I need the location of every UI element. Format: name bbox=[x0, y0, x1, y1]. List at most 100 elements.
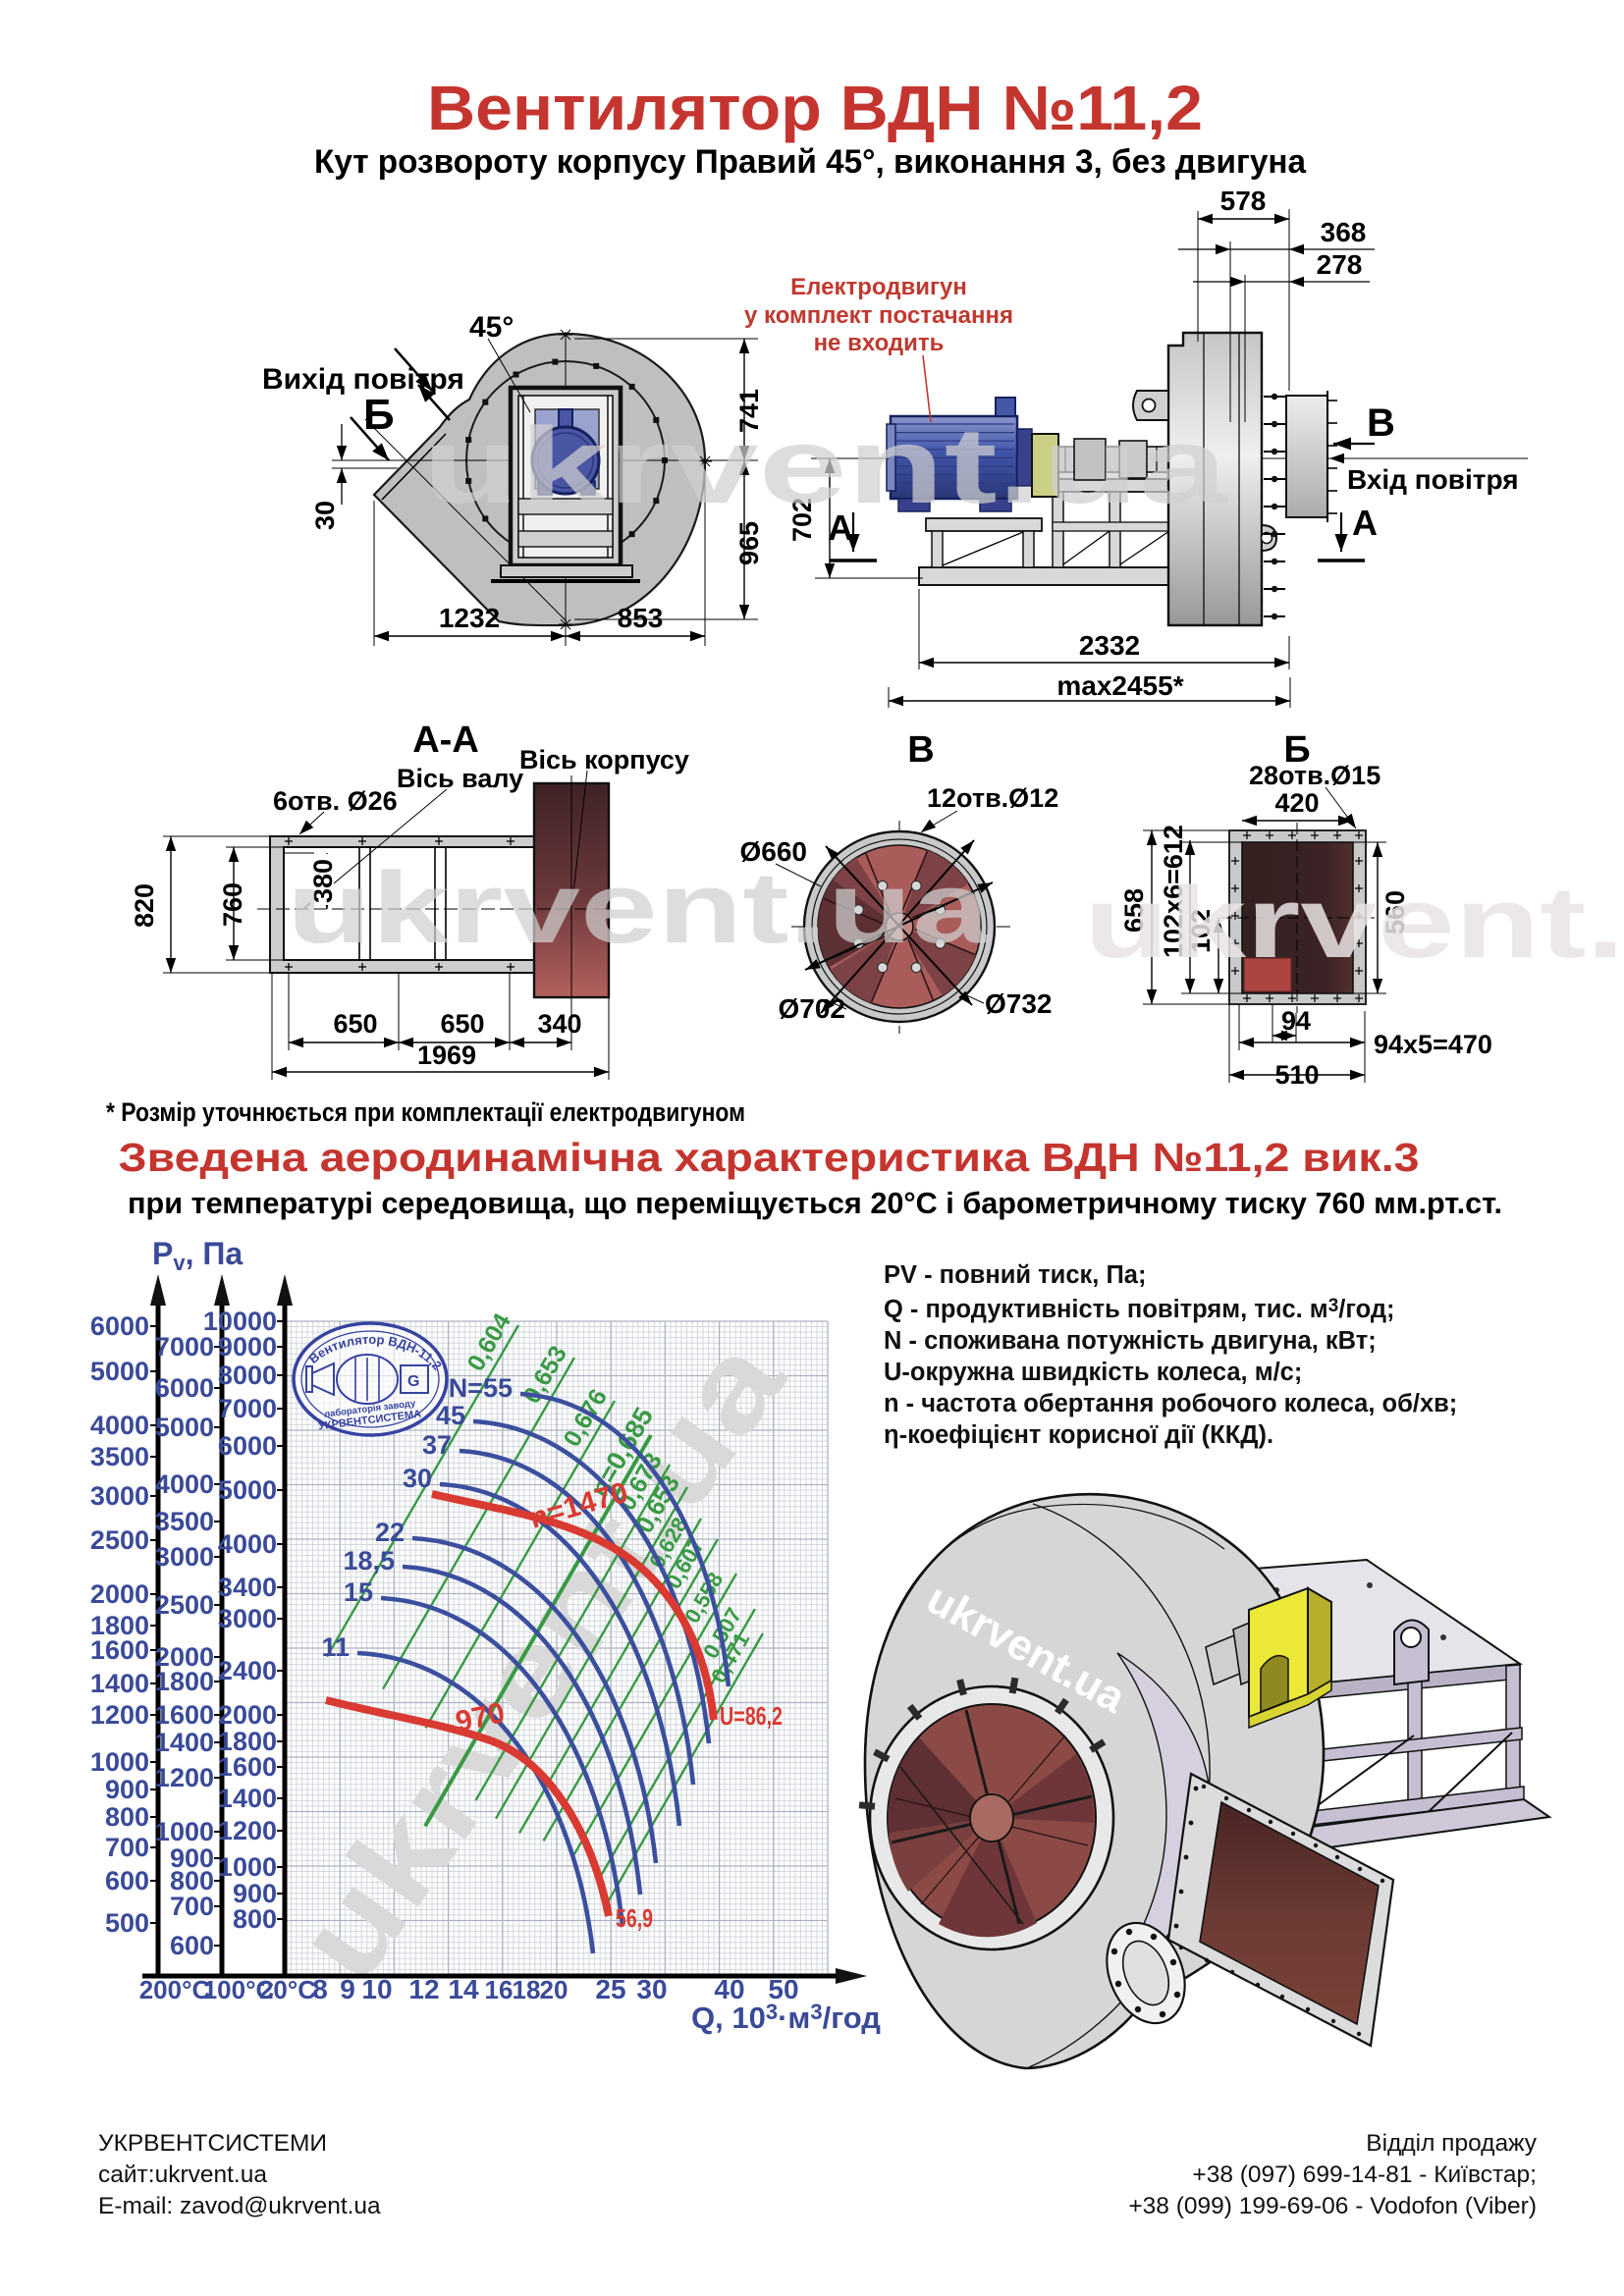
svg-text:Q, 103·м3/год: Q, 103·м3/год bbox=[691, 2000, 881, 2035]
svg-text:1232: 1232 bbox=[439, 603, 500, 633]
svg-text:14: 14 bbox=[448, 1974, 479, 2004]
svg-text:102: 102 bbox=[1186, 909, 1216, 953]
svg-text:12отв.Ø12: 12отв.Ø12 bbox=[927, 783, 1058, 813]
svg-text:3400: 3400 bbox=[218, 1573, 277, 1602]
svg-text:Ø660: Ø660 bbox=[740, 836, 808, 867]
svg-text:8000: 8000 bbox=[218, 1361, 277, 1390]
svg-text:3000: 3000 bbox=[155, 1542, 214, 1572]
svg-text:1400: 1400 bbox=[90, 1669, 149, 1698]
svg-text:1200: 1200 bbox=[155, 1763, 214, 1792]
svg-text:у комплект постачання: у комплект постачання bbox=[744, 302, 1013, 329]
svg-text:N=55: N=55 bbox=[449, 1373, 513, 1403]
svg-text:650: 650 bbox=[440, 1009, 484, 1039]
svg-text:6000: 6000 bbox=[90, 1311, 149, 1341]
svg-text:12: 12 bbox=[408, 1974, 439, 2004]
svg-text:3000: 3000 bbox=[90, 1481, 149, 1511]
svg-text:2500: 2500 bbox=[90, 1525, 149, 1555]
svg-text:7000: 7000 bbox=[218, 1394, 277, 1423]
svg-text:30: 30 bbox=[636, 1974, 667, 2004]
svg-text:Кут розвороту корпусу Правий 4: Кут розвороту корпусу Правий 45°, викона… bbox=[314, 143, 1307, 181]
svg-text:560: 560 bbox=[1380, 890, 1410, 934]
svg-text:30: 30 bbox=[310, 501, 340, 530]
svg-text:1400: 1400 bbox=[218, 1784, 277, 1813]
svg-text:Вентилятор ВДН №11,2: Вентилятор ВДН №11,2 bbox=[427, 73, 1203, 143]
svg-text:Ø702: Ø702 bbox=[779, 993, 846, 1024]
svg-text:1600: 1600 bbox=[218, 1752, 277, 1782]
svg-text:56,9: 56,9 bbox=[616, 1903, 653, 1933]
svg-text:30: 30 bbox=[403, 1464, 432, 1493]
svg-text:100°C: 100°C bbox=[203, 1975, 275, 2004]
svg-text:741: 741 bbox=[734, 389, 764, 433]
svg-text:Б: Б bbox=[363, 391, 395, 439]
svg-text:10000: 10000 bbox=[203, 1307, 277, 1336]
svg-text:Pv, Па: Pv, Па bbox=[152, 1236, 243, 1275]
svg-text:Б: Б bbox=[1283, 729, 1310, 771]
svg-text:6000: 6000 bbox=[155, 1373, 214, 1403]
svg-text:5000: 5000 bbox=[90, 1357, 149, 1386]
svg-text:7000: 7000 bbox=[155, 1332, 214, 1362]
svg-text:50: 50 bbox=[768, 1974, 798, 2004]
svg-text:20°C: 20°C bbox=[259, 1975, 316, 2004]
svg-text:420: 420 bbox=[1274, 788, 1319, 818]
svg-text:800: 800 bbox=[233, 1904, 277, 1934]
svg-text:ukrvent.ua: ukrvent.ua bbox=[1084, 866, 1624, 979]
svg-text:4000: 4000 bbox=[90, 1411, 149, 1440]
svg-text:18,5: 18,5 bbox=[343, 1546, 395, 1575]
svg-text:В: В bbox=[907, 729, 934, 771]
svg-text:1600: 1600 bbox=[155, 1700, 214, 1730]
svg-text:4000: 4000 bbox=[218, 1529, 277, 1559]
svg-text:700: 700 bbox=[170, 1892, 214, 1921]
svg-text:2400: 2400 bbox=[218, 1656, 277, 1685]
svg-text:1000: 1000 bbox=[218, 1852, 277, 1882]
svg-text:45°: 45° bbox=[469, 311, 514, 344]
svg-text:Вхід повітря: Вхід повітря bbox=[1347, 464, 1519, 495]
svg-text:Вісь валу: Вісь валу bbox=[397, 764, 523, 793]
svg-text:1200: 1200 bbox=[90, 1700, 149, 1730]
svg-text:37: 37 bbox=[422, 1430, 452, 1460]
svg-text:500: 500 bbox=[105, 1908, 149, 1938]
svg-text:6000: 6000 bbox=[218, 1431, 277, 1461]
svg-text:Вісь корпусу: Вісь корпусу bbox=[519, 745, 689, 774]
svg-text:2000: 2000 bbox=[90, 1579, 149, 1609]
svg-text:658: 658 bbox=[1119, 888, 1149, 933]
svg-text:600: 600 bbox=[170, 1931, 214, 1960]
svg-text:2000: 2000 bbox=[218, 1700, 277, 1730]
svg-text:28отв.Ø15: 28отв.Ø15 bbox=[1249, 761, 1380, 790]
svg-text:2332: 2332 bbox=[1079, 630, 1140, 661]
svg-text:6отв. Ø26: 6отв. Ø26 bbox=[273, 786, 398, 816]
svg-text:22: 22 bbox=[375, 1518, 405, 1547]
svg-text:2000: 2000 bbox=[155, 1642, 214, 1672]
svg-text:800: 800 bbox=[105, 1802, 149, 1832]
svg-text:Електродвигун: Електродвигун bbox=[790, 274, 967, 300]
svg-text:600: 600 bbox=[105, 1866, 149, 1896]
svg-text:2500: 2500 bbox=[155, 1590, 214, 1620]
svg-text:1800: 1800 bbox=[90, 1611, 149, 1640]
svg-text:9: 9 bbox=[340, 1974, 355, 2004]
svg-text:368: 368 bbox=[1321, 217, 1367, 247]
svg-text:340: 340 bbox=[537, 1009, 581, 1039]
svg-text:702: 702 bbox=[787, 498, 817, 542]
svg-text:40: 40 bbox=[714, 1974, 744, 2004]
svg-text:94x5=470: 94x5=470 bbox=[1374, 1030, 1492, 1059]
svg-text:965: 965 bbox=[734, 521, 764, 565]
svg-text:не входить: не входить bbox=[814, 330, 945, 356]
svg-text:5000: 5000 bbox=[155, 1413, 214, 1442]
svg-text:900: 900 bbox=[105, 1775, 149, 1804]
svg-text:А: А bbox=[828, 507, 853, 548]
svg-text:8: 8 bbox=[312, 1974, 328, 2004]
svg-text:А-А: А-А bbox=[412, 720, 479, 761]
svg-text:В: В bbox=[1367, 401, 1395, 445]
svg-text:700: 700 bbox=[105, 1833, 149, 1862]
svg-text:760: 760 bbox=[218, 882, 247, 927]
svg-text:94: 94 bbox=[1281, 1006, 1311, 1036]
svg-text:1800: 1800 bbox=[155, 1667, 214, 1696]
svg-text:U=86,2: U=86,2 bbox=[720, 1701, 783, 1731]
svg-text:380: 380 bbox=[308, 859, 338, 903]
svg-text:800: 800 bbox=[170, 1866, 214, 1896]
svg-text:578: 578 bbox=[1220, 186, 1267, 216]
svg-text:max2455*: max2455* bbox=[1056, 670, 1183, 701]
svg-text:при температурі середовища, що: при температурі середовища, що переміщує… bbox=[128, 1186, 1502, 1220]
svg-text:15: 15 bbox=[344, 1577, 373, 1607]
svg-text:18: 18 bbox=[513, 1975, 541, 2004]
svg-text:А: А bbox=[1352, 503, 1378, 543]
